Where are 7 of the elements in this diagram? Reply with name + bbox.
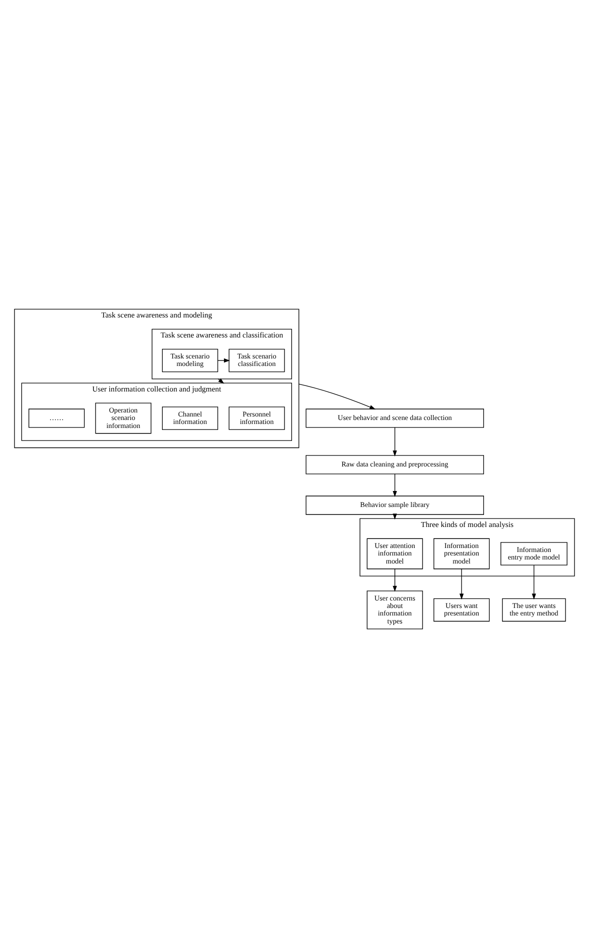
arrow <box>298 384 376 410</box>
arrow <box>532 564 536 600</box>
arrow <box>460 568 464 600</box>
arrow <box>392 568 397 592</box>
arrow <box>217 358 230 363</box>
arrow <box>392 427 397 456</box>
arrow <box>392 474 397 497</box>
